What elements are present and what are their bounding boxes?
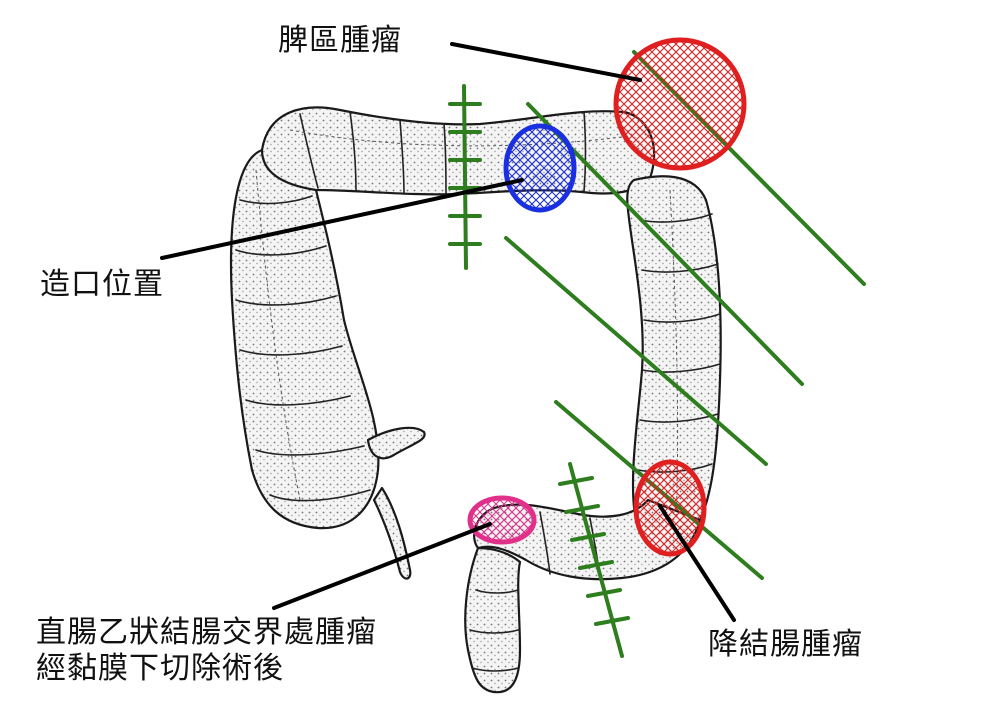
pointer-descending	[658, 504, 736, 622]
rectum	[464, 546, 522, 694]
appendix-tail	[372, 486, 412, 580]
appendix	[366, 426, 426, 460]
pointer-stoma	[160, 178, 524, 260]
transverse-colon	[260, 106, 656, 196]
pointer-lines	[160, 42, 736, 622]
pointer-splenic	[450, 42, 642, 82]
pointer-rectosigmoid	[272, 522, 492, 610]
label-splenic-tumor: 脾區腫瘤	[278, 23, 402, 58]
suture-ladder-upper	[448, 84, 482, 270]
suture-ladder-lower	[558, 462, 630, 658]
resection-line-3	[504, 236, 768, 466]
colon-outline	[229, 106, 722, 694]
descending-tumor-marker	[633, 459, 707, 557]
splenic-tumor-marker	[613, 37, 747, 171]
ascending-colon	[229, 146, 380, 530]
stoma-site-marker	[503, 123, 577, 213]
label-rectosigmoid-tumor: 直腸乙狀結腸交界處腫瘤	[36, 615, 377, 650]
label-stoma-site: 造口位置	[40, 267, 164, 302]
haustra-folds	[235, 111, 721, 672]
rectosigmoid-tumor-marker	[467, 495, 537, 545]
label-rectosigmoid-procedure: 經黏膜下切除術後	[36, 651, 284, 686]
label-descending-tumor: 降結腸腫瘤	[708, 627, 863, 662]
